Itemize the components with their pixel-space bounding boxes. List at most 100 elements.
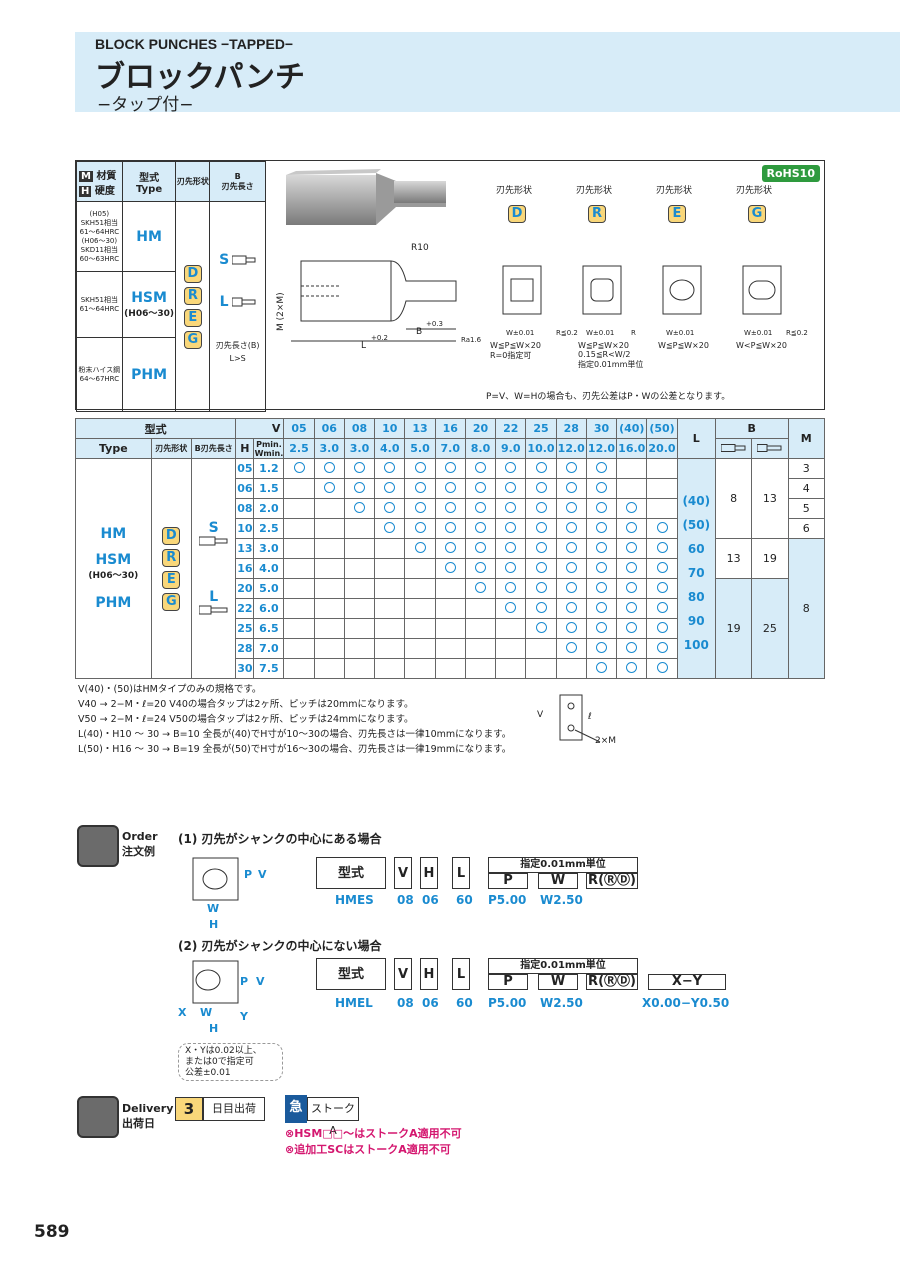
available-mark (384, 521, 396, 533)
table-shape-r: R (162, 548, 181, 567)
ex2-type: HMEL (335, 996, 373, 1010)
code2-h: H (420, 958, 438, 990)
available-mark (565, 481, 577, 493)
available-mark (444, 501, 456, 513)
shape-panel-r-label: 刃先形状 (576, 186, 613, 196)
available-mark (535, 561, 547, 573)
availability-cell (555, 538, 587, 559)
code1-rd: (ⓇⒹ) (598, 873, 636, 888)
h-value: 25 (235, 618, 255, 639)
v-value: 08 (343, 418, 376, 439)
ex2-p: P5.00 (488, 996, 527, 1010)
table-type-header: 型式 (74, 418, 237, 439)
type-phm: PHM (121, 337, 177, 412)
available-mark (505, 541, 517, 553)
tip-length-label: 刃先長さ (221, 181, 254, 191)
available-mark (626, 661, 638, 673)
shape-header: 刃先形状 (150, 438, 192, 459)
shape-panel-e-label: 刃先形状 (656, 186, 693, 196)
available-mark (596, 601, 607, 613)
availability-cell (283, 518, 315, 539)
availability-cell (585, 618, 618, 639)
pmin-value: 16.0 (616, 438, 648, 459)
type-hm: HM (121, 201, 177, 272)
availability-cell (555, 638, 587, 659)
r02-dim-g: R≦0.2 (786, 329, 808, 337)
availability-cell (585, 598, 618, 619)
available-mark (535, 461, 547, 473)
available-mark (565, 501, 577, 513)
availability-cell (343, 578, 376, 599)
pmin-value: 8.0 (464, 438, 497, 459)
long-tip-icon (198, 605, 228, 614)
m-badge: M (79, 170, 93, 182)
availability-cell (283, 558, 315, 579)
availability-cell (404, 638, 436, 659)
available-mark (565, 621, 577, 633)
material-hardness-header: M 材質 H 硬度 (76, 161, 123, 202)
m-value: 4 (787, 478, 826, 499)
m-header: M (787, 418, 826, 459)
xy-note-2: または0で指定可 (185, 1057, 254, 1067)
v-value: 30 (585, 418, 618, 439)
availability-cell (404, 598, 436, 619)
availability-cell (434, 598, 466, 619)
wmin-value: 2.5 (253, 518, 285, 539)
length-b: B (194, 444, 201, 453)
availability-cell (343, 638, 376, 659)
availability-cell (616, 518, 648, 539)
availability-cell (464, 498, 497, 519)
fig1-w: W (207, 902, 220, 915)
available-mark (505, 461, 517, 473)
availability-cell (585, 458, 618, 479)
code1-l: L (452, 857, 470, 889)
availability-cell (525, 618, 557, 639)
tip-shape-header: 刃先形状 (175, 161, 211, 202)
available-mark (565, 521, 577, 533)
available-mark (414, 501, 426, 513)
pmin-value: 10.0 (525, 438, 557, 459)
type-hsm-label: HSM (131, 290, 167, 306)
page-header: BLOCK PUNCHES −TAPPED− ブロックパンチ −タップ付− (75, 32, 900, 115)
code1-w: W (538, 873, 578, 889)
availability-cell (555, 458, 587, 479)
availability-cell (464, 618, 497, 639)
table-notes: V(40)・(50)はHMタイプのみの規格です。 V40 → 2−M・ℓ=20 … (78, 682, 548, 757)
delivery-label-jp: 出荷日 (122, 1117, 155, 1130)
availability-cell (646, 658, 678, 679)
availability-cell (616, 638, 648, 659)
v-value: 10 (374, 418, 406, 439)
availability-cell (404, 498, 436, 519)
availability-cell (585, 518, 618, 539)
availability-cell (495, 638, 527, 659)
note-3: V50 → 2−M・ℓ=24 V50の場合タップは2ヶ所、ピッチは24mmになり… (78, 714, 414, 725)
availability-cell (343, 498, 376, 519)
type-hsm: HSM (H06〜30) (121, 271, 177, 338)
availability-cell (434, 458, 466, 479)
availability-cell (404, 618, 436, 639)
short-tip-icon (198, 536, 228, 545)
available-mark (656, 561, 668, 573)
available-mark (596, 461, 607, 473)
type-phm-label: PHM (131, 366, 168, 383)
shape-r-notes: W≦P≦W×20 0.15≦R<W/2 指定0.01mm単位 (578, 341, 643, 370)
code2-unit: 指定0.01mm単位 (488, 958, 638, 974)
pmin-value: 5.0 (404, 438, 436, 459)
available-mark (626, 641, 638, 653)
code2-v: V (394, 958, 412, 990)
shape-panel-e-badge: E (668, 205, 686, 223)
shape-g-note1: W<P≦W×20 (736, 341, 787, 350)
availability-cell (646, 598, 678, 619)
spec-box: M 材質 H 硬度 型式 Type 刃先形状 B 刃先長さ (H05) SKH5… (75, 160, 825, 412)
availability-cell (555, 478, 587, 499)
shape-d-note2: R=0指定可 (490, 351, 532, 360)
h-value: 22 (235, 598, 255, 619)
available-mark (596, 661, 607, 673)
availability-cell (464, 638, 497, 659)
shape-d-note1: W≦P≦W×20 (490, 341, 541, 350)
availability-cell (555, 578, 587, 599)
